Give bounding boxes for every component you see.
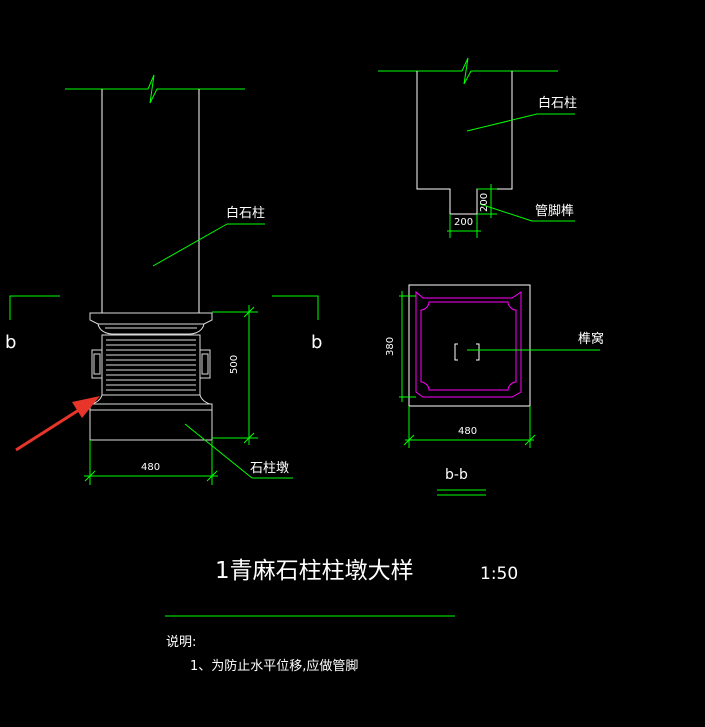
dimension-plinth-width	[84, 440, 218, 485]
dim-plinth-height: 500	[229, 354, 240, 374]
section-marker-left: b	[5, 332, 17, 353]
section-title-underline	[437, 489, 486, 496]
column-break-line	[65, 74, 245, 104]
dim-tenon-width: 200	[454, 217, 474, 228]
tenon-break-line	[378, 57, 558, 85]
dim-plan-height: 380	[385, 336, 396, 356]
plan-outline	[408, 284, 531, 407]
notes-item-1: 1、为防止水平位移,应做管脚	[190, 659, 359, 674]
plan-inner-outline	[415, 290, 522, 398]
dimension-tenon	[447, 184, 497, 238]
plan-tenon-socket	[454, 343, 480, 361]
label-tenon-socket: 榫窝	[578, 332, 605, 347]
white-column-tenon	[416, 71, 513, 215]
drawing-scale: 1:50	[480, 564, 519, 584]
dim-tenon-height: 200	[479, 192, 490, 212]
label-white-column-top: 白石柱	[538, 96, 578, 111]
label-white-column-elevation: 白石柱	[226, 206, 266, 221]
leader-lines-left	[152, 223, 293, 479]
section-title: b-b	[445, 467, 468, 483]
section-marker-lines	[9, 295, 319, 320]
notes-heading: 说明:	[166, 635, 197, 650]
label-column-plinth: 石柱墩	[250, 461, 290, 476]
label-tube-tenon: 管脚榫	[535, 204, 575, 219]
white-column-shaft	[101, 89, 200, 313]
dim-plan-width: 480	[458, 426, 478, 437]
leader-lines-right-top	[466, 113, 575, 222]
red-annotation-arrow	[15, 396, 100, 452]
section-marker-right: b	[311, 332, 323, 353]
plan-dimensions	[399, 291, 600, 448]
drawing-title: 1青麻石柱柱墩大样	[215, 558, 414, 584]
dimension-plinth-height	[212, 305, 258, 445]
column-plinth-drawing	[89, 312, 213, 441]
dim-plinth-width: 480	[141, 462, 161, 473]
